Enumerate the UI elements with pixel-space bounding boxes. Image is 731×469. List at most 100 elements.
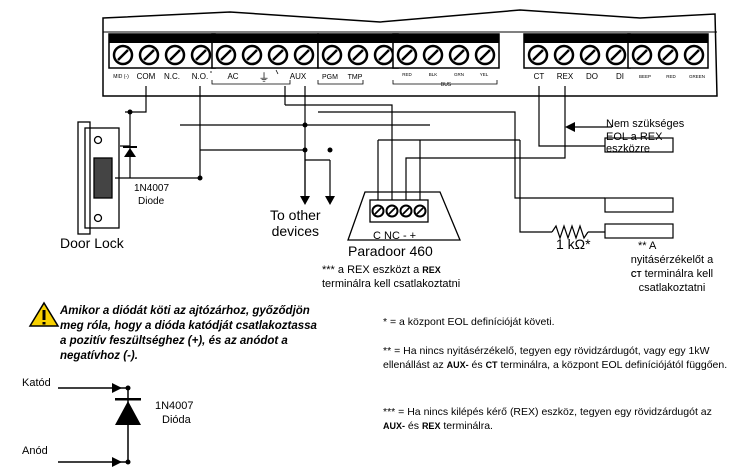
note-1: * = a központ EOL definícióját követi. <box>383 316 555 328</box>
terminal-do: DO <box>586 72 598 81</box>
terminal-block-cap-0 <box>109 34 215 43</box>
legend-diode-marks <box>112 383 141 467</box>
paradoor-screw-slot <box>402 207 410 215</box>
note-3-post: terminálra. <box>443 419 493 432</box>
rex-note-pre: *** a REX eszközt a <box>322 264 420 276</box>
terminal-screw-slot <box>220 49 232 61</box>
terminal-green: GREEN <box>689 74 705 79</box>
ct-note-mid: terminálra kell <box>644 268 714 280</box>
terminal-red2: RED <box>666 74 676 79</box>
rex-note-line1: *** a REX eszközt a REX <box>322 264 441 277</box>
ct-note-pre: nyitásérzékelőt a <box>630 254 714 266</box>
diode-symbol-lock <box>123 146 137 157</box>
ct-note-star: ** A <box>638 240 657 252</box>
to-other-devices: To other devices <box>270 207 321 240</box>
terminal-block-cap-5 <box>628 34 708 43</box>
terminal-screw-slot <box>169 49 181 61</box>
terminal-ac: AC <box>227 72 238 81</box>
terminal-tmp: TMP <box>348 74 363 81</box>
ct-note-ct: CT <box>630 270 642 279</box>
note-3-pre: *** = Ha nincs kilépés kérő (REX) eszköz… <box>383 406 712 418</box>
rex-note-post: terminálra kell csatlakoztatni <box>322 278 461 290</box>
note-2-aux: AUX- <box>446 359 469 370</box>
terminal-bus: BUS <box>441 82 452 88</box>
note-2-post: terminálra, a központ EOL definíciójától… <box>500 358 728 371</box>
terminal-yel: YEL <box>480 72 489 77</box>
terminal-ground: ⏚ <box>259 71 270 84</box>
terminal-screw-slot <box>326 49 338 61</box>
terminal-label-row: MID (-) COM N.C. N.O. AC ⏚ AUX PGM TMP R… <box>113 71 705 88</box>
terminal-screw-slot <box>479 49 491 61</box>
terminal-screw-slot <box>143 49 155 61</box>
legend-anode: Anód <box>22 445 48 457</box>
terminal-blocks <box>108 33 709 69</box>
junction-dots <box>127 109 333 181</box>
terminal-screw-slot <box>427 49 439 61</box>
warning-icon <box>28 301 60 327</box>
note-3-rex: REX <box>421 420 441 431</box>
rex-note-rex: REX <box>422 265 441 275</box>
terminal-pgm: PGM <box>322 74 338 81</box>
door-lock-drawing <box>77 121 120 235</box>
terminal-screw-slot <box>352 49 364 61</box>
ct-note-mid-line: CT terminálra kell <box>617 268 727 281</box>
terminal-block-cap-4 <box>524 34 630 43</box>
terminal-screw-slot <box>662 49 674 61</box>
terminal-ct: CT <box>534 72 545 81</box>
warning-text: Amikor a diódát köti az ajtózárhoz, győz… <box>60 305 317 362</box>
terminal-aux: AUX <box>290 72 307 81</box>
terminal-di: DI <box>616 72 624 81</box>
terminal-no: N.O. <box>192 72 208 81</box>
door-lock-label: Door Lock <box>60 235 124 251</box>
terminal-screw-slot <box>272 49 284 61</box>
terminal-grn: GRN <box>454 72 464 77</box>
terminal-com: COM <box>137 72 156 81</box>
paradoor-460-drawing <box>347 191 461 241</box>
terminal-rex: REX <box>557 72 574 81</box>
terminal-block-cap-2 <box>318 34 398 43</box>
terminal-screw-slot <box>558 49 570 61</box>
paradoor-terminal-labels: C NC - + <box>373 230 417 242</box>
legend-diode-word: Dióda <box>162 414 191 426</box>
terminal-block-cap-3 <box>393 34 499 43</box>
paradoor-screw-slot <box>416 207 424 215</box>
ct-note-post: csatlakoztatni <box>638 282 706 294</box>
sensor-drawings <box>604 137 674 239</box>
terminal-screw-slot <box>610 49 622 61</box>
diode-label: 1N4007 <box>134 183 170 194</box>
resistor-symbol <box>551 224 589 240</box>
note-2-ct: CT <box>485 359 498 370</box>
label-brackets <box>210 69 498 85</box>
terminal-screw-slot <box>195 49 207 61</box>
note-3-aux: AUX- <box>383 420 405 431</box>
legend-diode: 1N4007 <box>155 400 194 412</box>
terminal-screw-slot <box>378 49 390 61</box>
terminal-screw-slot <box>636 49 648 61</box>
terminal-screw-slot <box>117 49 129 61</box>
diode-word: Diode <box>138 196 165 207</box>
note-2-and: és <box>471 358 483 371</box>
paradoor-screw-slot <box>374 207 382 215</box>
note-2-pre: ** = Ha nincs nyitásérzékelő, tegyen egy… <box>383 345 710 371</box>
resistor-label: 1 kΩ* <box>556 236 591 252</box>
note-3-and: és <box>407 419 420 432</box>
terminal-screw-slot <box>688 49 700 61</box>
terminal-block-cap-1 <box>212 34 318 43</box>
terminal-screw-slot <box>246 49 258 61</box>
legend-cathode: Katód <box>22 377 51 389</box>
note-2: ** = Ha nincs nyitásérzékelő, tegyen egy… <box>383 345 728 372</box>
terminal-nc: N.C. <box>164 72 180 81</box>
terminal-screw-slot <box>584 49 596 61</box>
eol-note: Nem szükséges EOL a REX eszközre <box>606 118 685 156</box>
terminal-screw-slot <box>298 49 310 61</box>
paradoor-screw-slot <box>388 207 396 215</box>
wiring <box>115 86 605 233</box>
terminal-screw-slot <box>453 49 465 61</box>
terminal-mid: MID (-) <box>113 74 129 80</box>
terminal-red: RED <box>402 72 412 77</box>
terminal-beep: BEEP <box>639 74 651 79</box>
terminal-screw-slot <box>401 49 413 61</box>
arrow-heads <box>300 122 575 205</box>
